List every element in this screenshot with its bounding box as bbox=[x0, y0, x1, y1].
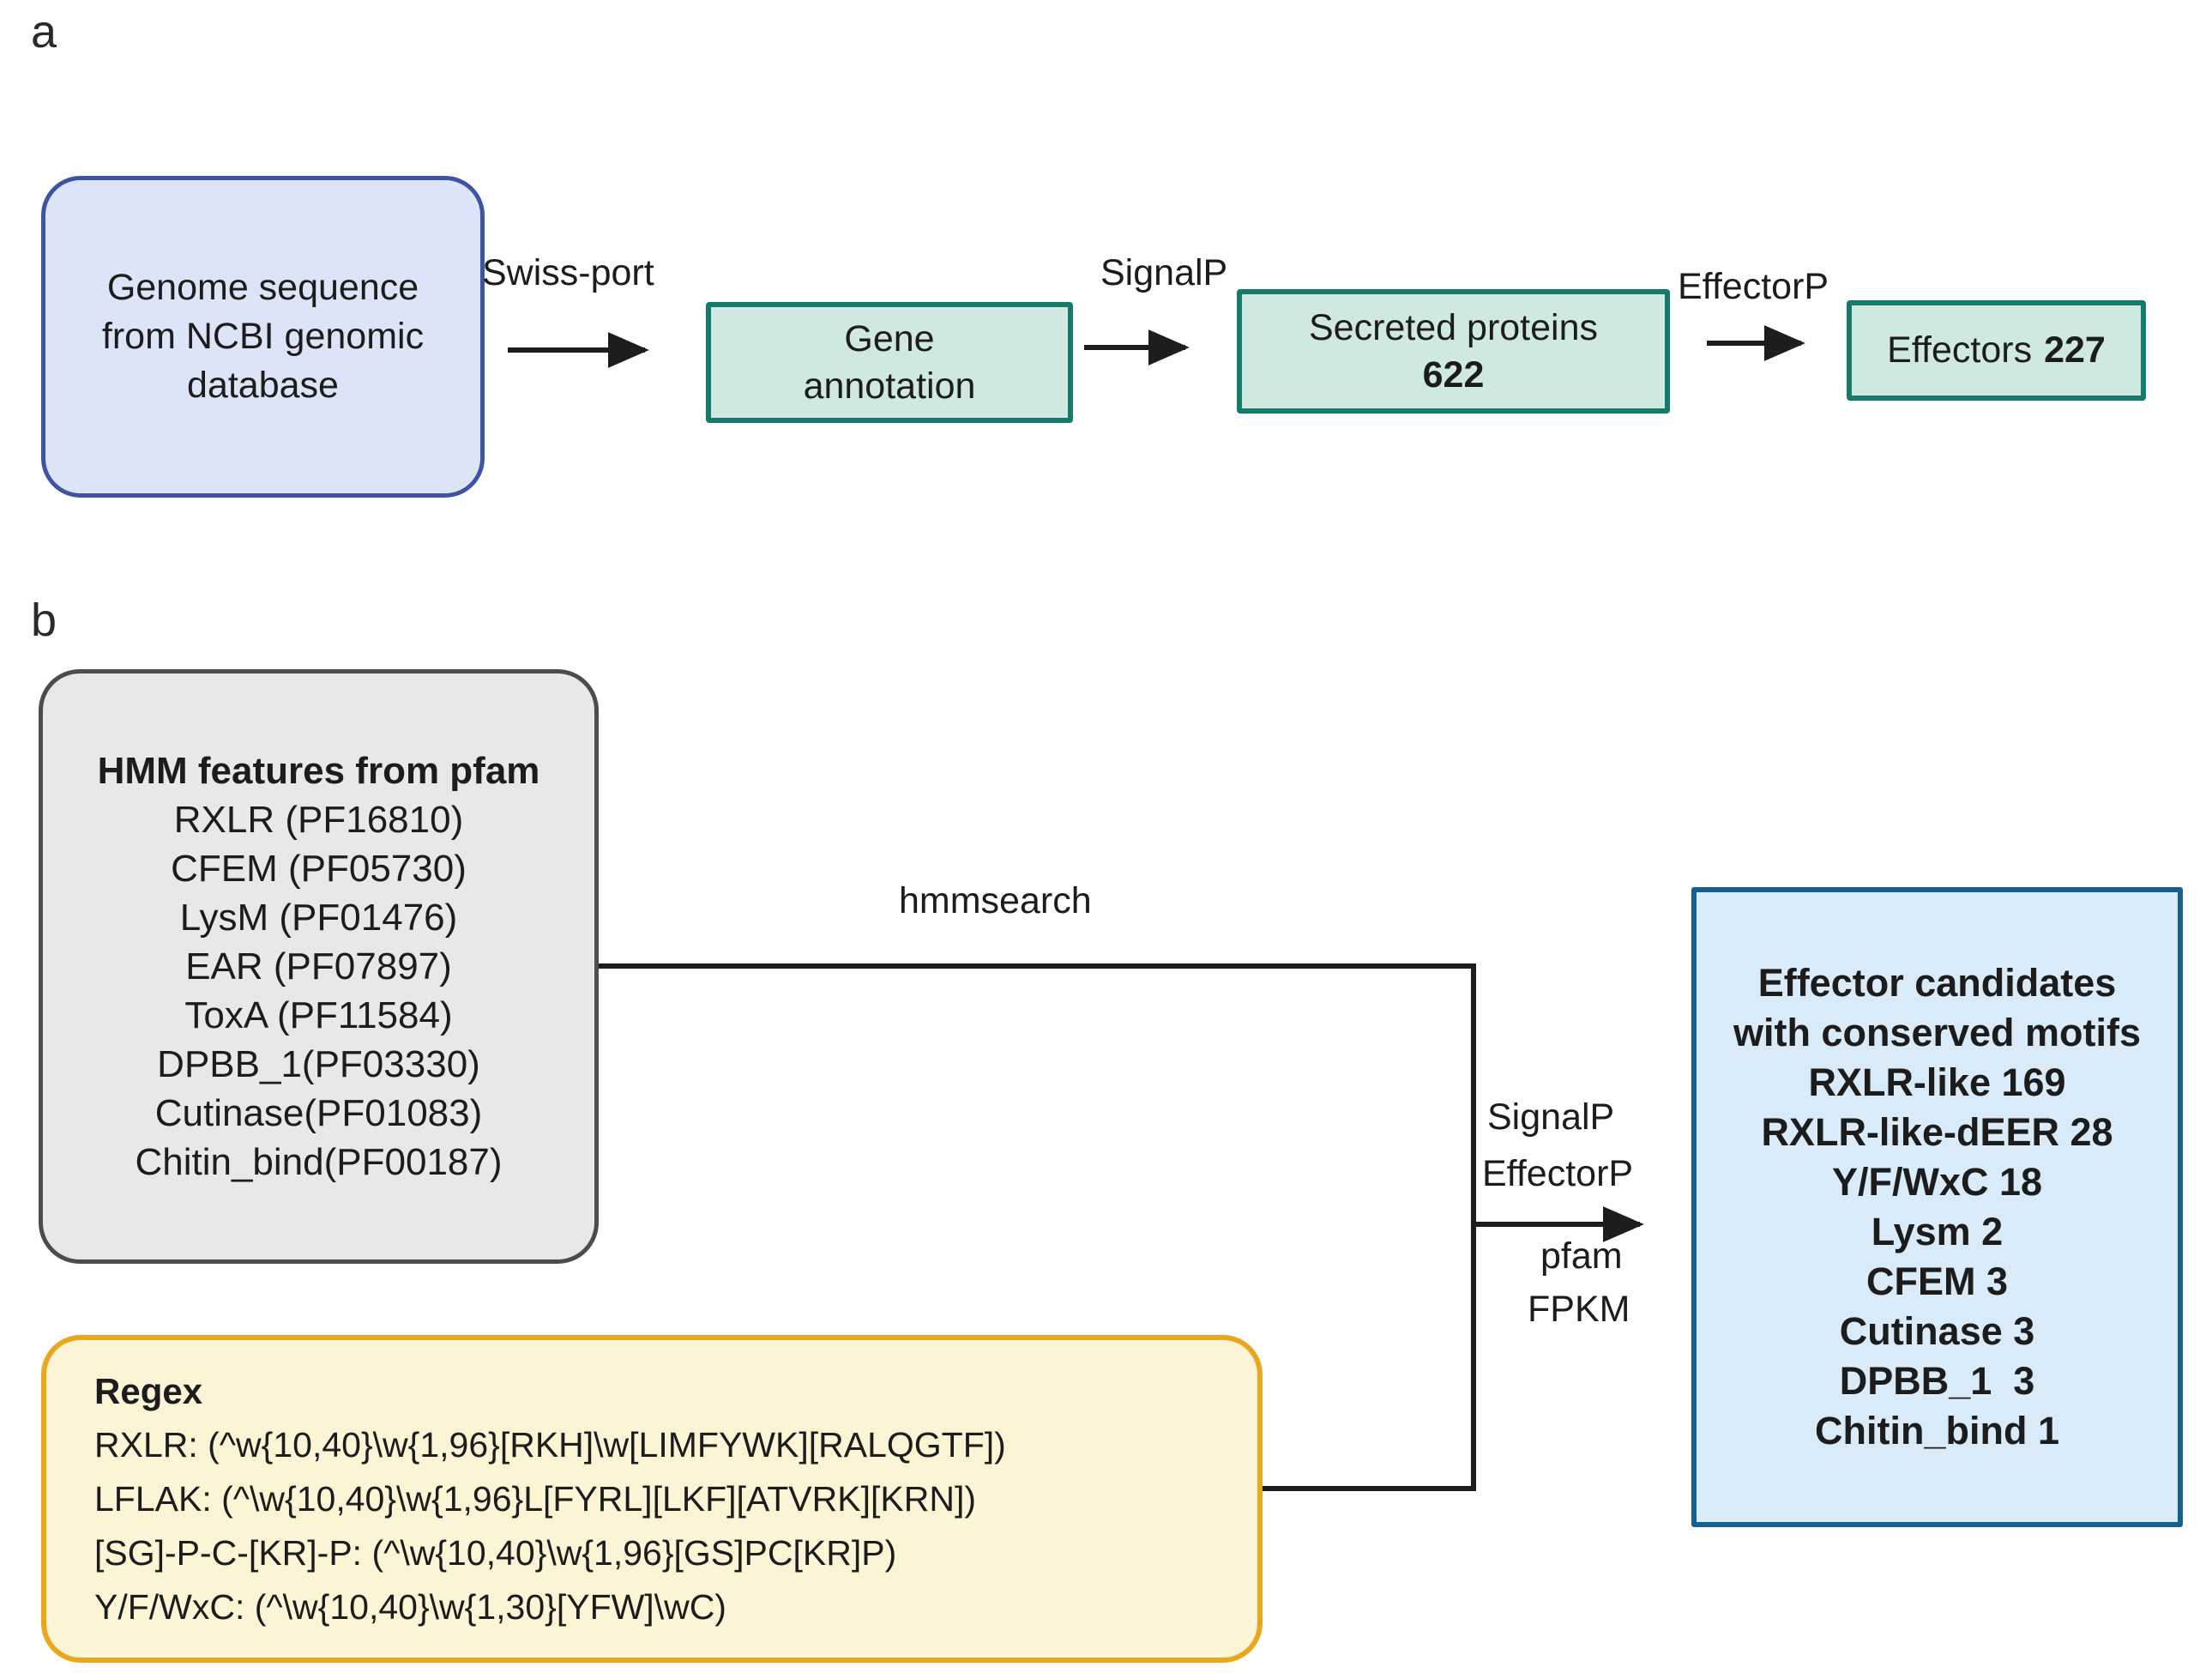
effector-item: CFEM 3 bbox=[1865, 1259, 2008, 1303]
hmm-item: ToxA (PF11584) bbox=[184, 994, 453, 1036]
effectors-box-text: Effectors bbox=[1887, 329, 2033, 371]
secreted-proteins-box: Secreted proteins 622 bbox=[1237, 289, 1670, 414]
regex-box-title: Regex bbox=[94, 1370, 203, 1411]
regex-item: RXLR: (^w{10,40}\w{1,96}[RKH]\w[LIMFYWK]… bbox=[94, 1424, 1006, 1465]
hmm-box-title: HMM features from pfam bbox=[97, 750, 540, 792]
hmmsearch-label: hmmsearch bbox=[899, 880, 1092, 921]
hmm-item: DPBB_1(PF03330) bbox=[157, 1043, 480, 1085]
genome-box-line: from NCBI genomic bbox=[101, 316, 425, 358]
regex-item: Y/F/WxC: (^\w{10,40}\w{1,30}[YFW]\wC) bbox=[94, 1586, 726, 1627]
genome-sequence-box: Genome sequence from NCBI genomic databa… bbox=[41, 176, 485, 498]
swissport-label: Swiss-port bbox=[482, 252, 654, 293]
effector-item: Y/F/WxC 18 bbox=[1831, 1160, 2043, 1204]
genome-box-line: Genome sequence bbox=[106, 267, 419, 309]
hmm-item: RXLR (PF16810) bbox=[173, 799, 464, 841]
effector-box-title-line: Effector candidates bbox=[1757, 961, 2117, 1005]
effector-item: RXLR-like-dEER 28 bbox=[1761, 1110, 2113, 1154]
effectors-box: Effectors 227 bbox=[1847, 300, 2146, 401]
effector-item: Cutinase 3 bbox=[1839, 1309, 2035, 1353]
effector-item: Lysm 2 bbox=[1871, 1210, 2004, 1253]
junction-signalp-label: SignalP bbox=[1487, 1096, 1615, 1138]
effectors-count: 227 bbox=[2044, 329, 2106, 371]
regex-item: [SG]-P-C-[KR]-P: (^\w{10,40}\w{1,96}[GS]… bbox=[94, 1532, 897, 1573]
effector-candidates-box: Effector candidates with conserved motif… bbox=[1691, 887, 2183, 1527]
gene-box-line: annotation bbox=[803, 365, 976, 407]
hmm-features-box: HMM features from pfam RXLR (PF16810) CF… bbox=[39, 669, 599, 1264]
gene-annotation-box: Gene annotation bbox=[706, 302, 1073, 423]
hmm-item: Chitin_bind(PF00187) bbox=[135, 1141, 503, 1183]
secreted-box-text: Secreted proteins bbox=[1308, 307, 1599, 349]
effector-item: Chitin_bind 1 bbox=[1815, 1409, 2059, 1453]
panel-a-label: a bbox=[31, 6, 57, 57]
signalp-label: SignalP bbox=[1100, 252, 1228, 293]
regex-item: LFLAK: (^\w{10,40}\w{1,96}L[FYRL][LKF][A… bbox=[94, 1478, 976, 1519]
genome-box-line: database bbox=[187, 364, 339, 406]
hmm-item: CFEM (PF05730) bbox=[171, 848, 467, 890]
hmm-item: LysM (PF01476) bbox=[179, 897, 458, 939]
junction-fpkm-label: FPKM bbox=[1528, 1289, 1630, 1330]
hmm-item: EAR (PF07897) bbox=[185, 945, 452, 987]
effector-box-title-line: with conserved motifs bbox=[1733, 1011, 2142, 1054]
panel-b-label: b bbox=[31, 595, 57, 646]
effector-item: DPBB_1 3 bbox=[1839, 1359, 2035, 1403]
effector-item: RXLR-like 169 bbox=[1808, 1060, 2066, 1104]
gene-box-line: Gene bbox=[844, 318, 935, 360]
regex-box: Regex RXLR: (^w{10,40}\w{1,96}[RKH]\w[LI… bbox=[41, 1335, 1263, 1663]
hmm-item: Cutinase(PF01083) bbox=[154, 1092, 483, 1134]
junction-pfam-label: pfam bbox=[1540, 1235, 1623, 1277]
secreted-proteins-count: 622 bbox=[1422, 353, 1485, 396]
junction-effectorp-label: EffectorP bbox=[1482, 1153, 1634, 1194]
effectorp-label: EffectorP bbox=[1678, 266, 1829, 307]
